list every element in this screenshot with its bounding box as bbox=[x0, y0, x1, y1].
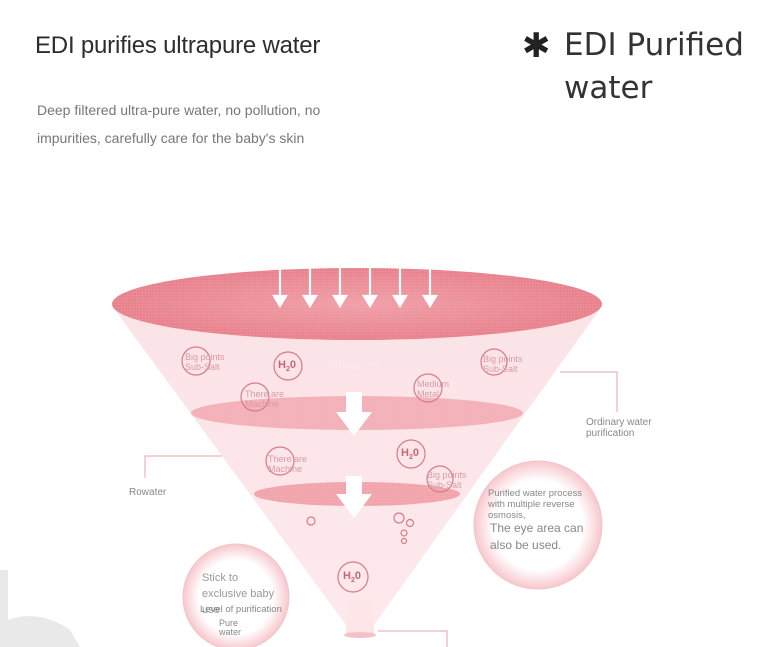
label-metal: Medium Metal bbox=[417, 379, 450, 399]
label-bigpoints-2: Big points Sub-Salt bbox=[483, 354, 523, 374]
decor-swoosh bbox=[0, 570, 80, 647]
spout-ring bbox=[344, 632, 376, 638]
funnel-spout bbox=[346, 600, 374, 636]
bubble-right-text-1: Purified water process with multiple rev… bbox=[488, 488, 582, 521]
stage-pretreatment: Pretreatment bbox=[318, 450, 394, 464]
asterisk-icon: ✱ bbox=[522, 26, 551, 66]
bubble-left-text-2: Level of purification bbox=[200, 604, 282, 615]
description: Deep filtered ultra-pure water, no pollu… bbox=[37, 102, 321, 146]
info-bubble-right bbox=[473, 460, 603, 590]
h2o-molecule-1: H20 bbox=[278, 359, 296, 374]
stage-reverse-osmosis: Reverse osmosis bbox=[294, 530, 394, 544]
stage-arrow-1 bbox=[336, 392, 372, 436]
rowater-label: Rowater bbox=[129, 487, 167, 498]
stage-arrow-2 bbox=[336, 476, 372, 518]
pure-water-label: Pure water bbox=[219, 618, 242, 637]
pure-line bbox=[378, 630, 448, 647]
stage-filtration: Filtration bbox=[328, 358, 380, 372]
h2o-molecule-3: H20 bbox=[343, 570, 361, 585]
page-title: EDI purifies ultrapure water bbox=[35, 32, 321, 59]
funnel-cone bbox=[112, 306, 602, 625]
ordinary-label: Ordinary water purification bbox=[586, 417, 652, 439]
rowater-line bbox=[144, 455, 222, 478]
badge-text: EDI Purified water bbox=[564, 27, 744, 106]
h2o-molecule-2: H20 bbox=[401, 447, 419, 462]
bubble-right-text-2: The eye area can also be used. bbox=[490, 521, 584, 552]
bubble-left-text-1: Stick to exclusive baby use bbox=[202, 572, 275, 616]
info-bubble-left bbox=[182, 543, 290, 647]
inflow-arrows bbox=[272, 266, 438, 309]
label-machine-1: There are Machine bbox=[245, 389, 285, 409]
label-bigpoints-1: Big points Sub-Salt bbox=[185, 352, 225, 372]
ordinary-line bbox=[560, 371, 618, 412]
label-bigpoints-3: Big points Sub-Salt bbox=[427, 470, 467, 490]
label-machine-2: There are Machine bbox=[268, 454, 308, 474]
